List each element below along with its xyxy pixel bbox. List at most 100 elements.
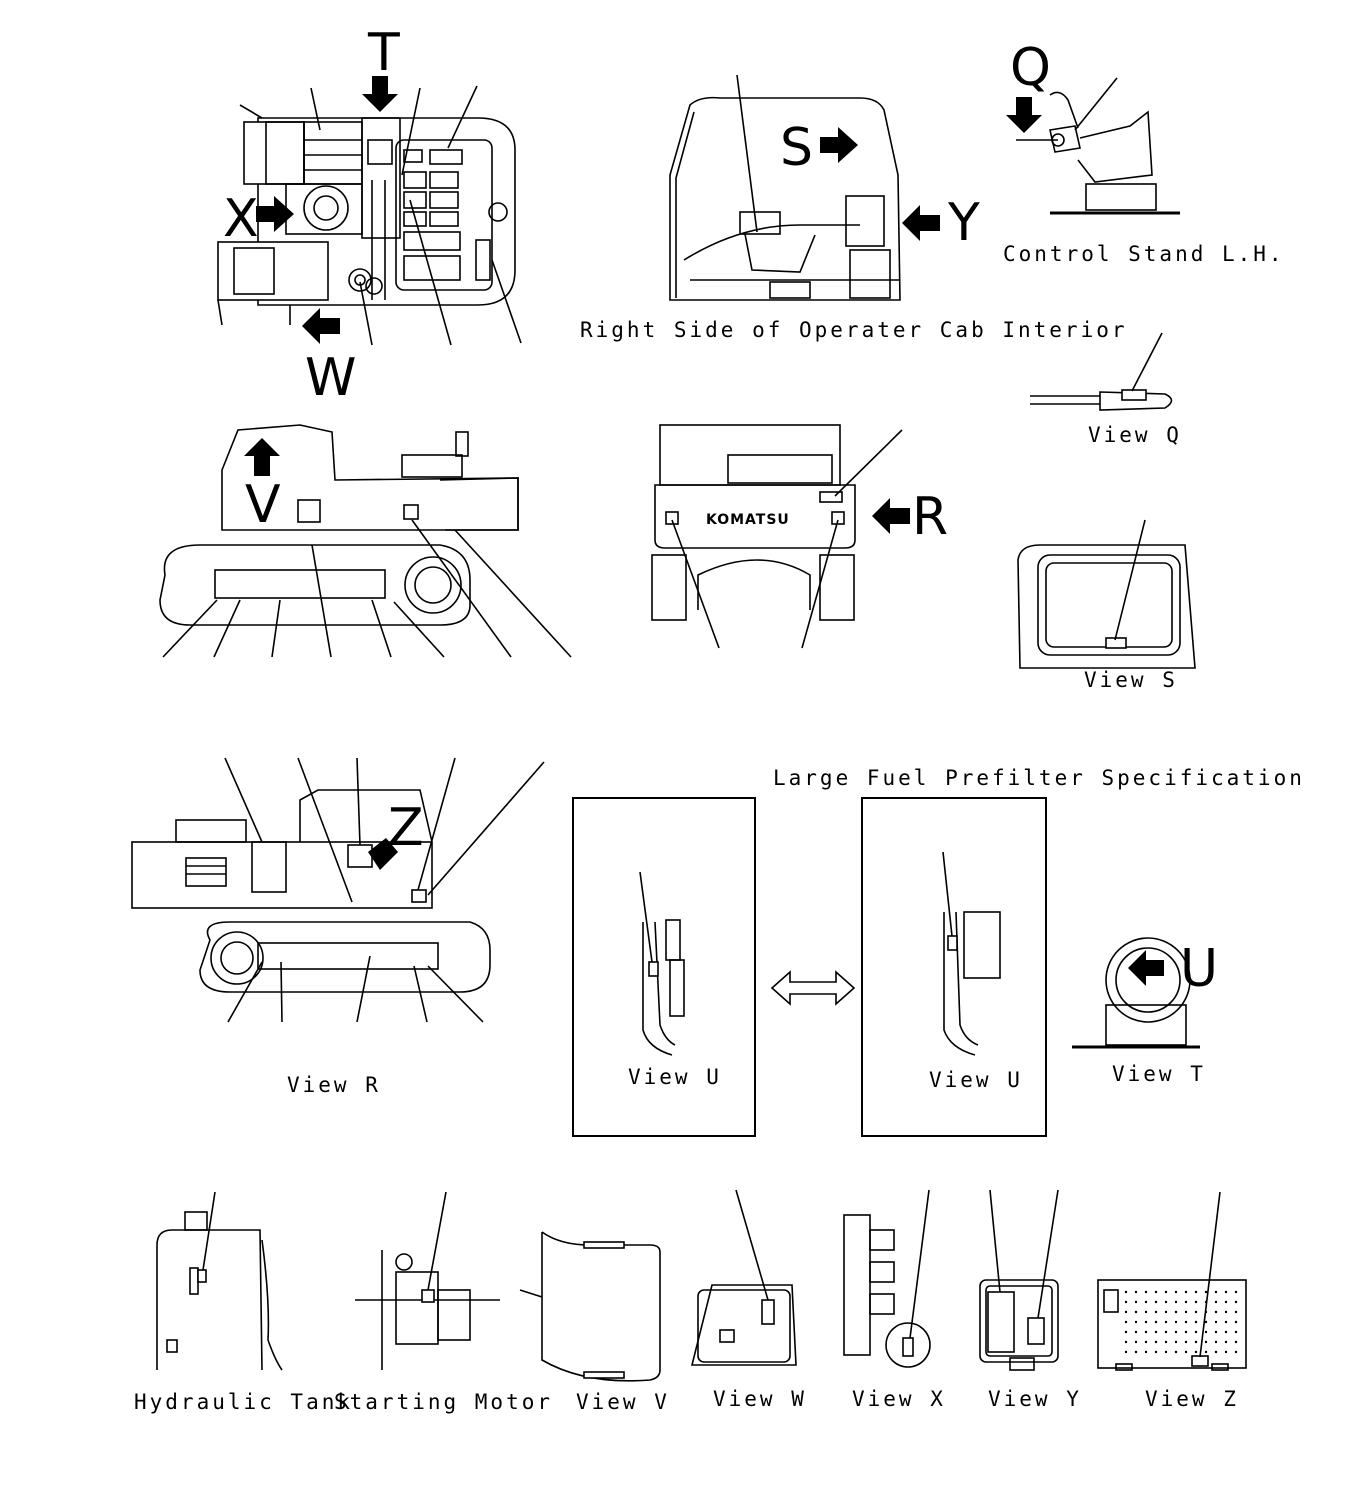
leader-line-view-z: [1199, 1191, 1221, 1358]
view-q-drawing: [1030, 389, 1173, 411]
caption-control-stand: Control Stand L.H.: [1003, 242, 1285, 266]
top-view-drawing: [217, 104, 516, 326]
grid-dot: [1154, 1320, 1158, 1324]
leader-lines-view-y: [989, 1189, 1059, 1319]
grid-dot: [1234, 1340, 1238, 1344]
grid-dot: [1134, 1340, 1138, 1344]
view-z-drawing: [1097, 1279, 1247, 1371]
view-t-drawing: [1072, 937, 1200, 1049]
grid-dot: [1214, 1290, 1218, 1294]
grid-dot: [1134, 1330, 1138, 1334]
leader-lines-rear-view: [671, 429, 903, 649]
grid-dot: [1164, 1290, 1168, 1294]
grid-dot: [1234, 1310, 1238, 1314]
grid-dot: [1224, 1300, 1228, 1304]
grid-dot: [1164, 1300, 1168, 1304]
view-v-drawing: [541, 1231, 661, 1382]
caption-view-s: View S: [1084, 668, 1178, 692]
leader-line-view-q: [1131, 332, 1163, 392]
double-arrow-icon: [770, 970, 856, 1006]
caption-view-w: View W: [713, 1387, 807, 1411]
grid-dot: [1174, 1350, 1178, 1354]
view-letter-z: Z: [388, 798, 424, 858]
grid-dot: [1174, 1300, 1178, 1304]
grid-dot: [1174, 1310, 1178, 1314]
caption-view-q: View Q: [1088, 423, 1182, 447]
caption-view-t: View T: [1112, 1062, 1206, 1086]
leader-line-hydraulic-tank: [202, 1191, 216, 1271]
grid-dot: [1174, 1340, 1178, 1344]
view-s-drawing: [1017, 544, 1196, 669]
view-letter-x: X: [223, 189, 259, 249]
view-letter-w: W: [305, 348, 356, 408]
arrow-x-icon: [256, 196, 294, 232]
view-letter-u: U: [1180, 939, 1218, 999]
caption-view-y: View Y: [988, 1387, 1082, 1411]
grid-dot: [1204, 1340, 1208, 1344]
grid-dot: [1224, 1310, 1228, 1314]
caption-hydraulic-tank: Hydraulic Tank: [134, 1390, 353, 1414]
view-r-drawing: [131, 789, 491, 993]
grid-dot: [1204, 1350, 1208, 1354]
grid-dot: [1164, 1320, 1168, 1324]
grid-dot: [1164, 1330, 1168, 1334]
grid-dot: [1154, 1290, 1158, 1294]
dot-grid: [1124, 1290, 1238, 1354]
leader-line-view-v: [519, 1289, 543, 1298]
grid-dot: [1134, 1310, 1138, 1314]
leader-line-view-s: [1114, 519, 1146, 641]
caption-view-u-large: View U: [929, 1068, 1023, 1092]
view-letter-t: T: [367, 23, 400, 83]
leader-lines-top-view: [310, 85, 522, 346]
leader-lines-view-r: [224, 757, 545, 1023]
grid-dot: [1124, 1290, 1128, 1294]
leader-line-view-x: [909, 1189, 930, 1339]
leader-line-cab: [736, 74, 758, 233]
grid-dot: [1134, 1290, 1138, 1294]
grid-dot: [1144, 1350, 1148, 1354]
grid-dot: [1184, 1330, 1188, 1334]
grid-dot: [1194, 1330, 1198, 1334]
grid-dot: [1204, 1290, 1208, 1294]
grid-dot: [1144, 1310, 1148, 1314]
grid-dot: [1204, 1330, 1208, 1334]
grid-dot: [1234, 1290, 1238, 1294]
grid-dot: [1154, 1300, 1158, 1304]
control-stand-drawing: [1016, 91, 1180, 215]
caption-fuel-prefilter-spec: Large Fuel Prefilter Specification: [773, 766, 1305, 790]
grid-dot: [1194, 1310, 1198, 1314]
arrow-y-icon: [902, 205, 940, 241]
caption-cab-interior: Right Side of Operater Cab Interior: [580, 318, 1128, 342]
view-x-drawing: [843, 1214, 931, 1368]
arrow-w-icon: [302, 308, 340, 344]
caption-starting-motor: Starting Motor: [334, 1390, 553, 1414]
grid-dot: [1154, 1310, 1158, 1314]
leader-lines-side-view: [162, 519, 572, 658]
leader-line-starting-motor: [427, 1191, 447, 1291]
caption-view-u-standard: View U: [628, 1065, 722, 1089]
view-letter-v: V: [245, 475, 281, 535]
leader-line-view-w: [735, 1189, 769, 1301]
grid-dot: [1144, 1330, 1148, 1334]
grid-dot: [1214, 1310, 1218, 1314]
brand-logo: KOMATSU: [706, 512, 790, 528]
grid-dot: [1164, 1310, 1168, 1314]
grid-dot: [1134, 1320, 1138, 1324]
grid-dot: [1234, 1300, 1238, 1304]
grid-dot: [1184, 1300, 1188, 1304]
arrow-z-icon: [368, 838, 398, 870]
grid-dot: [1144, 1290, 1148, 1294]
caption-view-r: View R: [287, 1073, 381, 1097]
caption-view-z: View Z: [1145, 1387, 1239, 1411]
arrow-q-icon: [1006, 97, 1042, 133]
view-letter-y: Y: [947, 193, 980, 253]
arrow-u-icon: [1128, 950, 1164, 986]
grid-dot: [1144, 1320, 1148, 1324]
caption-view-v: View V: [576, 1390, 670, 1414]
grid-dot: [1124, 1310, 1128, 1314]
grid-dot: [1144, 1300, 1148, 1304]
grid-dot: [1154, 1350, 1158, 1354]
grid-dot: [1194, 1320, 1198, 1324]
grid-dot: [1134, 1300, 1138, 1304]
